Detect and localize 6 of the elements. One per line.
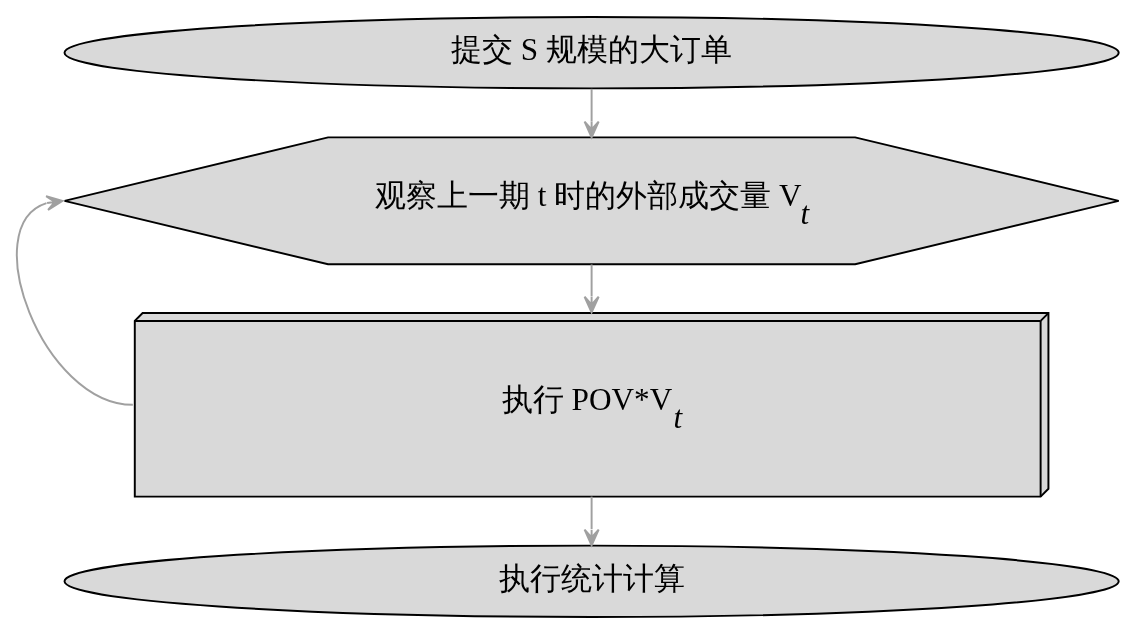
arrow [16,195,134,406]
arrow [583,87,600,139]
node-ellipse: 提交 S 规模的大订单 [63,16,1120,90]
node-ellipse: 执行统计计算 [63,544,1120,618]
arrow [583,263,600,314]
arrow [583,495,600,547]
